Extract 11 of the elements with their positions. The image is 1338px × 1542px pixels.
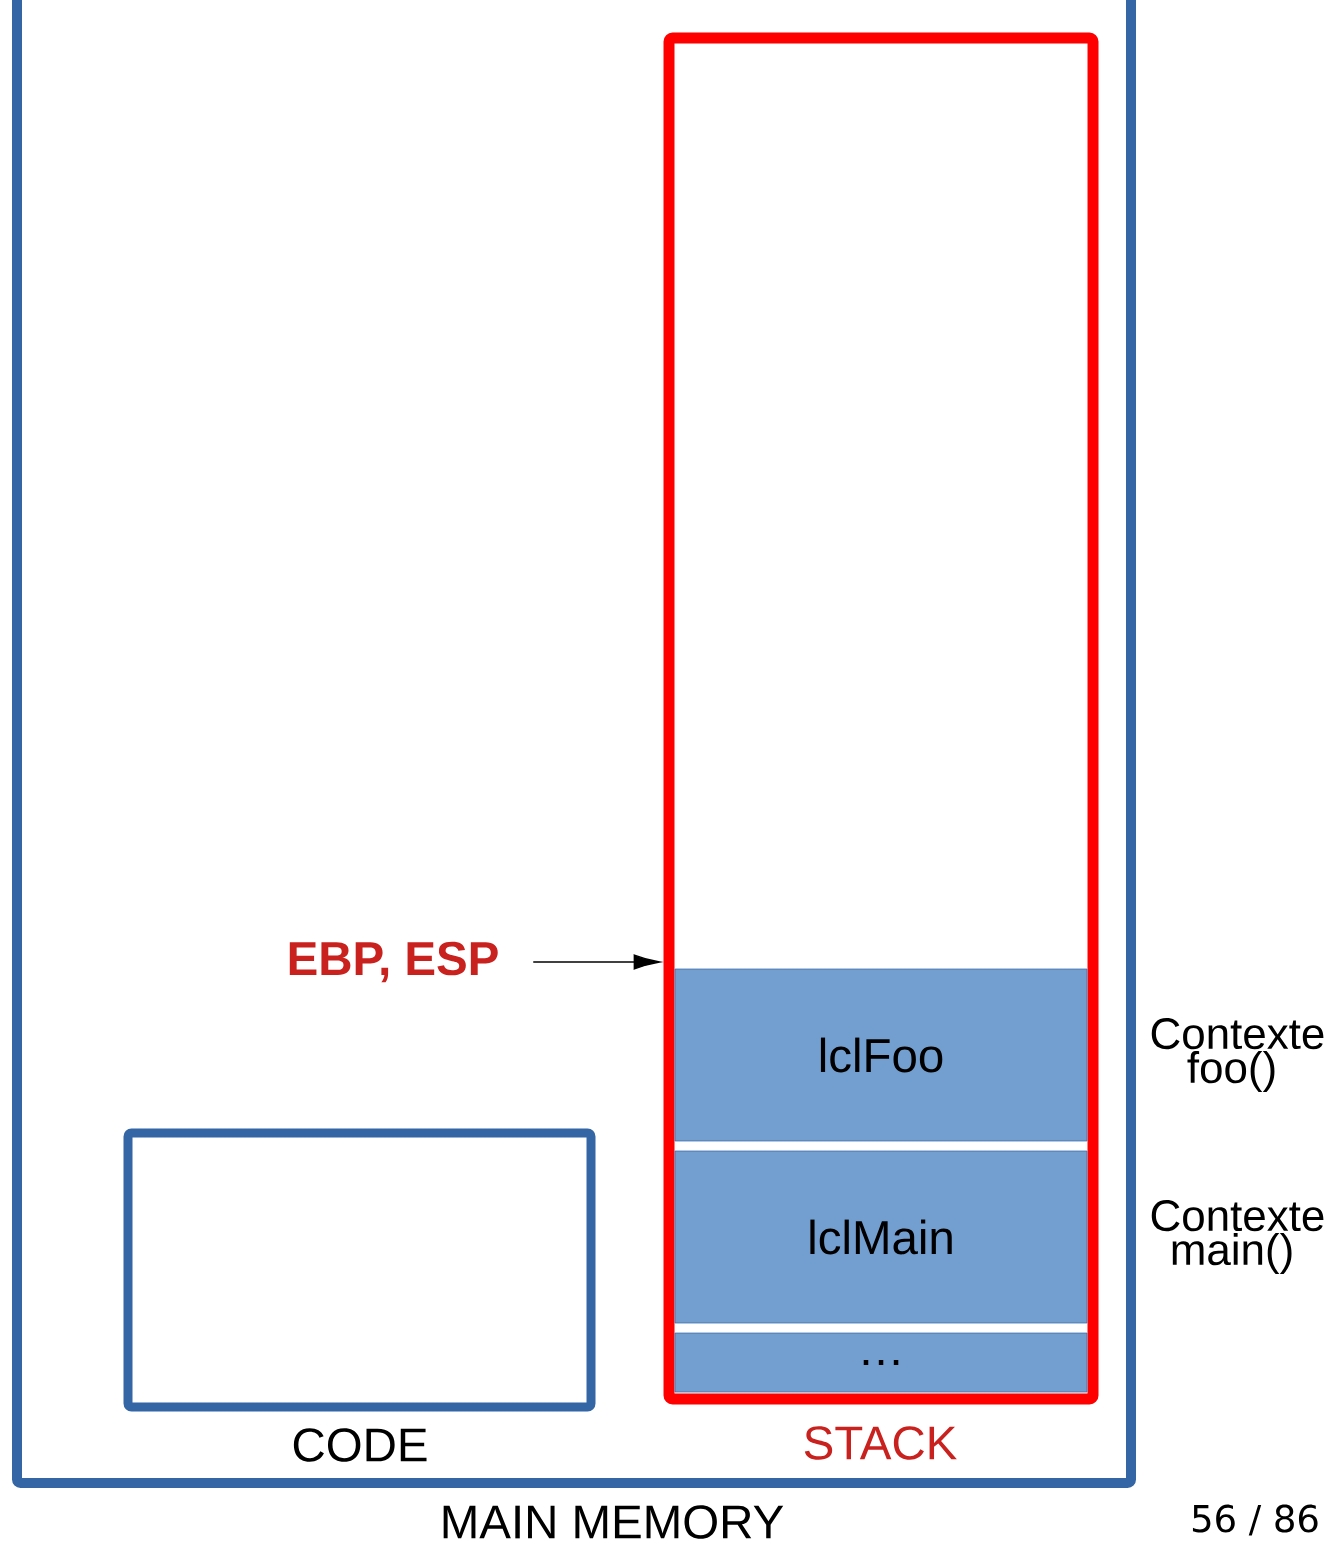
stack-frame-box: lclFoo <box>674 968 1088 1142</box>
page-number: 56 / 86 <box>1192 1504 1318 1536</box>
arrow <box>532 954 661 970</box>
context-label: Contexte foo() <box>1151 1018 1324 1092</box>
box-label: STACK <box>804 1426 957 1460</box>
stack-frame-box: lclMain <box>674 1150 1088 1324</box>
register-label: EBP, ESP <box>289 941 498 983</box>
context-label: Contexte main() <box>1151 1200 1324 1274</box>
box-label: CODE <box>293 1428 427 1462</box>
box-label: MAIN MEMORY <box>443 1505 784 1539</box>
stack-frame-box: … <box>674 1332 1088 1393</box>
